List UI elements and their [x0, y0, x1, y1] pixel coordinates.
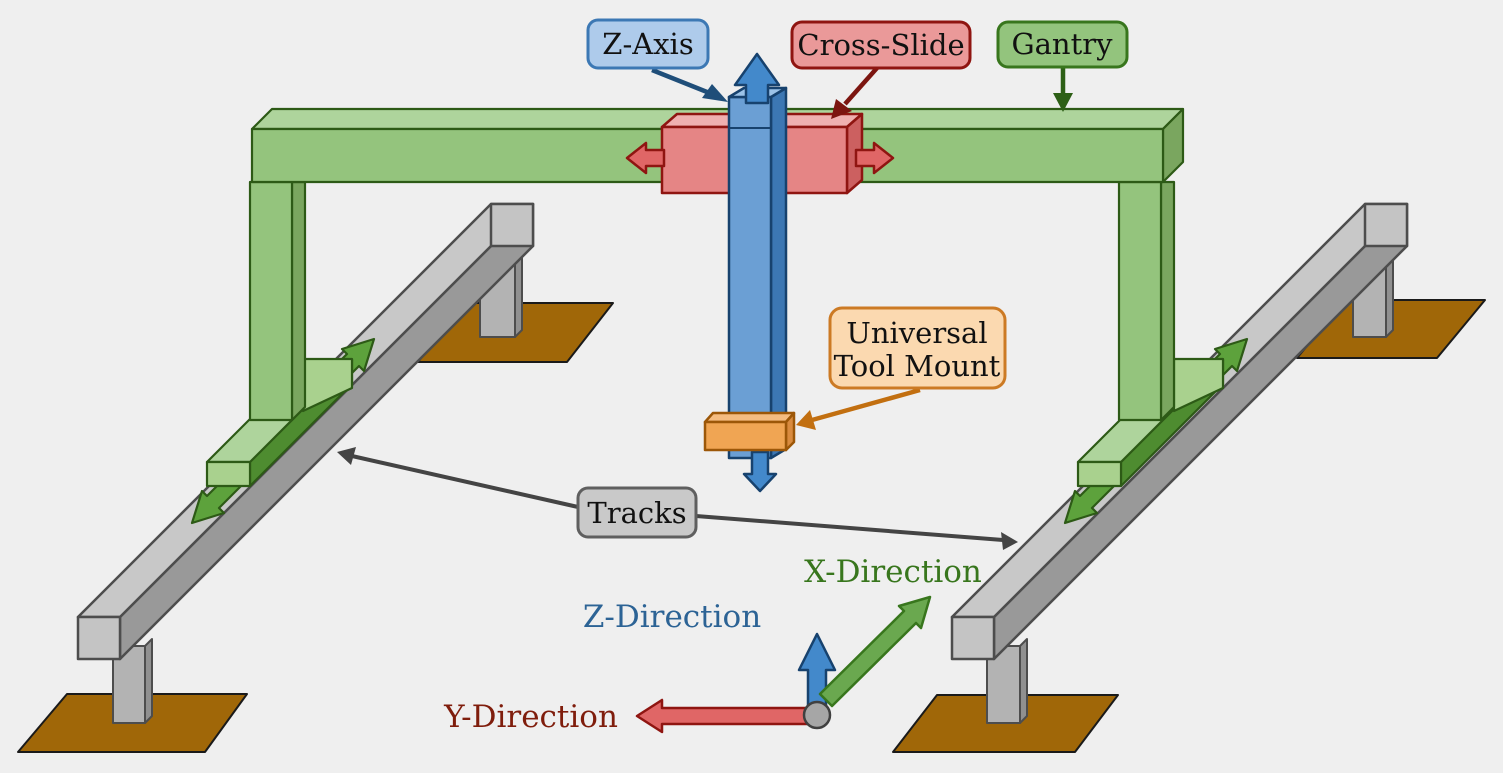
tool-mount-callout-head — [796, 410, 816, 430]
cross-slide-label: Cross-Slide — [797, 28, 964, 62]
coordinate-indicator: X-Direction Z-Direction Y-Direction — [443, 554, 982, 735]
track-pedestals — [112, 256, 1394, 724]
track-left-far-end — [489, 202, 535, 248]
foot-left-end — [205, 460, 252, 488]
z-axis-label: Z-Axis — [602, 27, 693, 61]
z-arrow-up-icon — [733, 52, 781, 105]
tracks-label-box — [576, 486, 698, 539]
track-right-far-end — [1363, 202, 1409, 248]
gantry-label: Gantry — [1011, 27, 1113, 61]
foot-right-end — [1076, 460, 1123, 488]
z-axis-column — [727, 52, 788, 493]
z-direction-label: Z-Direction — [583, 599, 761, 635]
tracks-callout-line-right — [695, 514, 1004, 542]
callout-labels: Z-Axis Cross-Slide Gantry Universal Tool… — [576, 18, 1129, 539]
y-arrow-left-icon — [625, 141, 666, 175]
tool-mount-label-line1: Universal — [846, 316, 987, 350]
pedestal-left-far-side — [514, 256, 523, 338]
callout-arrows — [337, 66, 1073, 550]
tool-mount-top — [703, 411, 796, 424]
track-left-side — [118, 202, 535, 661]
track-right — [950, 202, 1409, 661]
tracks-callout-head-right — [1001, 532, 1018, 550]
cross-slide-label-box — [790, 20, 972, 70]
z-axis-label-box — [586, 18, 710, 70]
pedestal-right-far-side — [1385, 256, 1394, 338]
leg-left-front — [248, 180, 294, 422]
leg-left-side — [290, 180, 307, 422]
track-right-near-end — [950, 615, 996, 661]
z-column-front — [727, 95, 773, 460]
leg-right-front — [1117, 180, 1163, 422]
cross-slide-callout-head — [831, 99, 852, 119]
y-direction-label: Y-Direction — [443, 699, 618, 735]
track-right-side — [992, 202, 1409, 661]
origin-point — [802, 700, 832, 730]
tool-mount-label-box — [828, 306, 1007, 390]
z-column-side — [769, 86, 788, 460]
z-axis-callout-line — [651, 67, 713, 97]
tool-mount-front — [703, 420, 788, 452]
gantry-legs — [248, 180, 1176, 422]
y-direction-arrow-icon — [635, 698, 814, 734]
gantry-callout-head — [1053, 93, 1073, 112]
pedestal-right-near-front — [986, 645, 1021, 724]
tracks-callout-head-left — [337, 447, 356, 465]
tool-mount-block — [703, 411, 796, 452]
tracks-label: Tracks — [587, 496, 686, 530]
pedestal-left-near-side — [144, 638, 153, 724]
tracks-callout-line-left — [351, 454, 579, 509]
z-axis-callout-head — [702, 84, 728, 102]
pedestal-right-near-side — [1019, 638, 1028, 724]
gantry-label-box — [996, 20, 1129, 69]
x-direction-label: X-Direction — [804, 554, 982, 590]
cross-slide-callout-line — [843, 66, 879, 106]
tool-mount-label-line2: Tool Mount — [834, 349, 1001, 383]
z-arrow-down-icon — [742, 450, 778, 493]
leg-right-side — [1159, 180, 1176, 422]
y-arrow-right-icon — [854, 141, 895, 175]
track-left-near-end — [76, 615, 122, 661]
x-direction-arrow-icon — [818, 595, 932, 708]
tool-mount-callout-line — [811, 387, 921, 423]
